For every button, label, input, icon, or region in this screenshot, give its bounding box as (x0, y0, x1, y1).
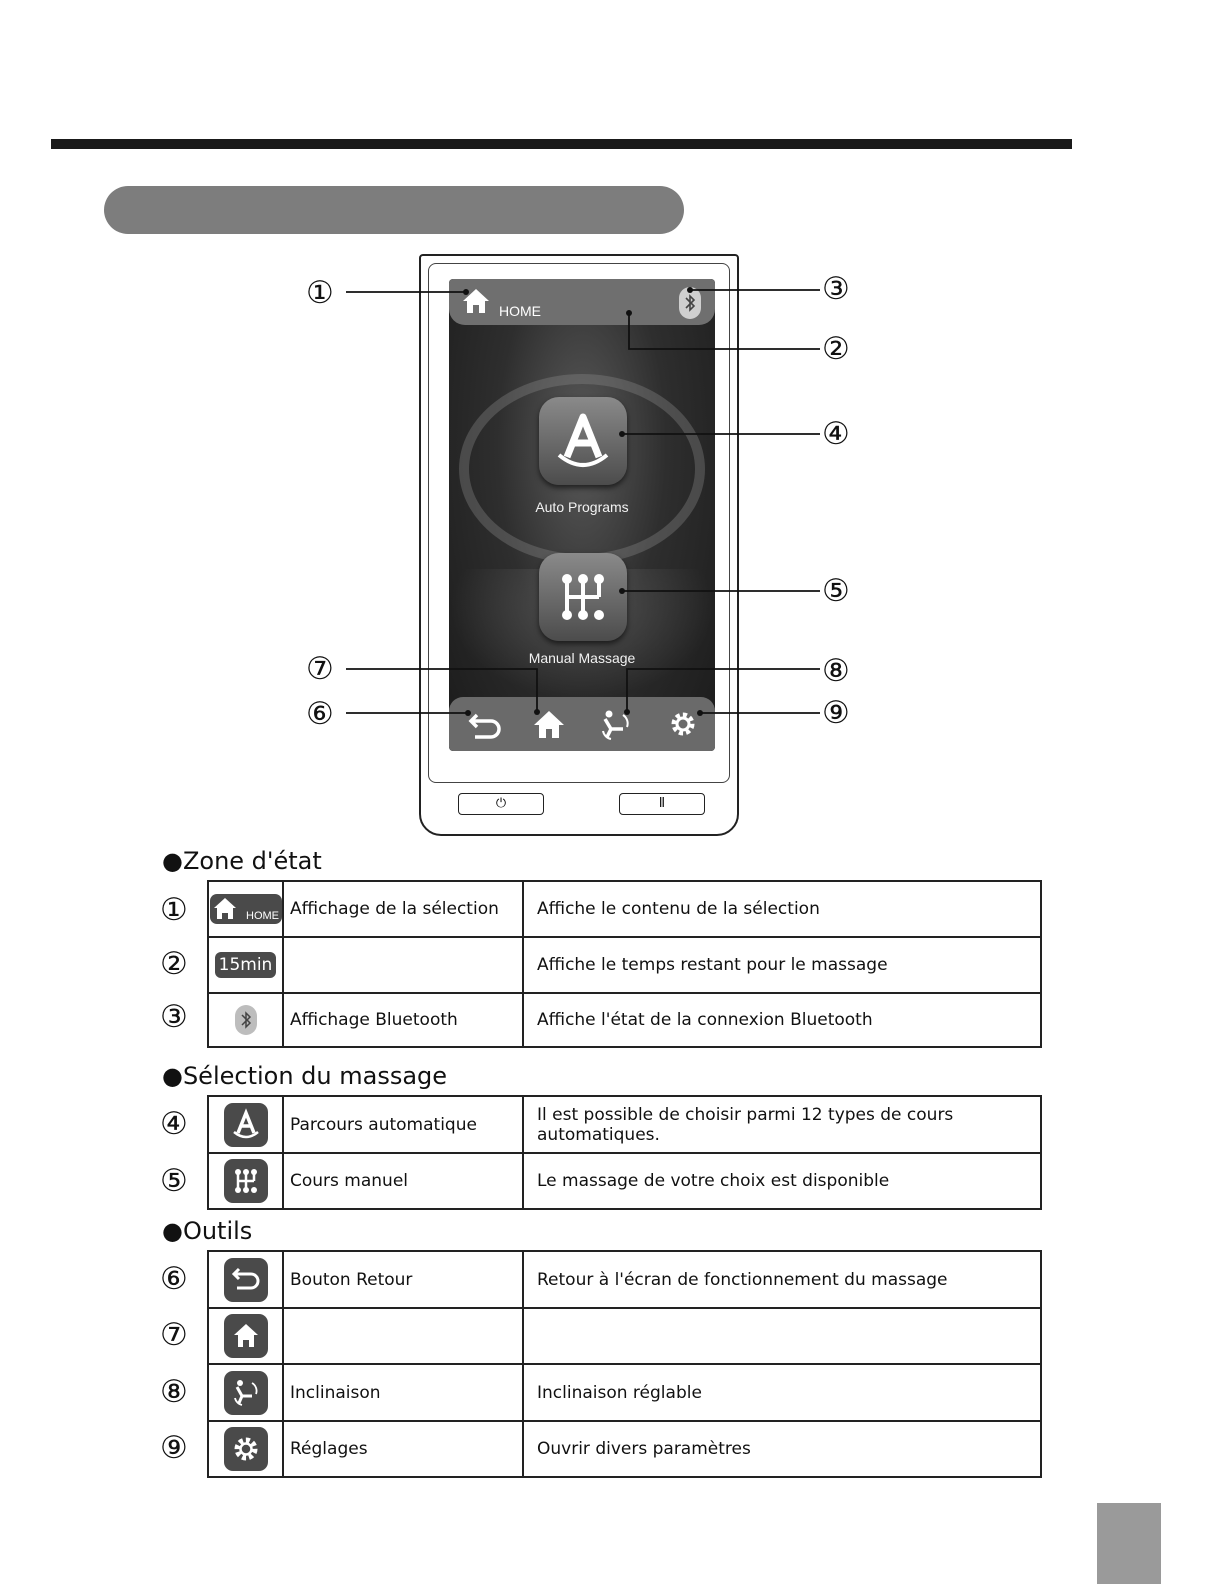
bluetooth-icon (234, 1005, 257, 1035)
status-title: HOME (499, 303, 541, 319)
home-chip-label: HOME (246, 910, 279, 922)
page-tab-block (1097, 1503, 1161, 1584)
table-row: Réglages Ouvrir divers paramètres (207, 1420, 1042, 1478)
power-icon: ⏻ (495, 796, 507, 811)
manual-massage-button[interactable] (539, 553, 627, 641)
row-number: ⑦ (160, 1317, 188, 1353)
gear-shift-icon (223, 1159, 268, 1203)
status-bar: HOME (449, 279, 715, 325)
item-description: Affiche le contenu de la sélection (522, 880, 1042, 938)
gear-shift-icon (562, 574, 604, 620)
tools-title: ●Outils (162, 1217, 253, 1245)
recline-icon[interactable] (597, 707, 633, 741)
callout-8: ⑧ (822, 653, 850, 689)
home-icon: HOME (213, 898, 279, 922)
icon-cell (207, 1095, 284, 1154)
callout-5: ⑤ (822, 573, 850, 609)
row-number: ⑨ (160, 1430, 188, 1466)
item-name: Bouton Retour (282, 1250, 524, 1309)
back-icon[interactable] (467, 707, 503, 741)
pause-button[interactable]: Ⅱ (619, 793, 705, 815)
header-rule (51, 139, 1072, 149)
table-row (207, 1307, 1042, 1365)
icon-cell (207, 992, 284, 1048)
row-number: ⑤ (160, 1163, 188, 1199)
row-number: ⑥ (160, 1261, 188, 1297)
pause-icon: Ⅱ (658, 796, 666, 811)
item-description: Retour à l'écran de fonctionnement du ma… (522, 1250, 1042, 1309)
recline-icon (223, 1370, 268, 1415)
table-row: 15min Affiche le temps restant pour le m… (207, 936, 1042, 994)
item-name: Affichage de la sélection (282, 880, 524, 938)
auto-a-icon (223, 1102, 268, 1147)
settings-gear-icon[interactable] (665, 707, 701, 741)
item-description: Inclinaison réglable (522, 1363, 1042, 1422)
table-row: Bouton Retour Retour à l'écran de foncti… (207, 1250, 1042, 1309)
settings-gear-icon (223, 1427, 268, 1471)
row-number: ⑧ (160, 1374, 188, 1410)
home-icon (223, 1314, 268, 1358)
device-bezel (428, 263, 730, 783)
callout-7: ⑦ (306, 651, 334, 687)
item-name: Affichage Bluetooth (282, 992, 524, 1048)
item-name: Inclinaison (282, 1363, 524, 1422)
massage-selection-table: Parcours automatique Il est possible de … (207, 1095, 1042, 1210)
item-description: Affiche le temps restant pour le massage (522, 936, 1042, 994)
item-description: Ouvrir divers paramètres (522, 1420, 1042, 1478)
bluetooth-icon (679, 287, 701, 319)
item-name: Parcours automatique (282, 1095, 524, 1154)
section-header-pill (104, 186, 684, 234)
icon-cell (207, 1152, 284, 1210)
home-icon (463, 289, 489, 313)
callout-9: ⑨ (822, 695, 850, 731)
icon-cell: HOME (207, 880, 284, 938)
icon-cell (207, 1363, 284, 1422)
icon-cell (207, 1250, 284, 1309)
item-name: Réglages (282, 1420, 524, 1478)
icon-cell (207, 1307, 284, 1365)
manual-massage-label: Manual Massage (528, 650, 636, 666)
callout-3: ③ (822, 271, 850, 307)
item-name: Cours manuel (282, 1152, 524, 1210)
auto-programs-label: Auto Programs (535, 499, 629, 515)
item-description (522, 1307, 1042, 1365)
item-description: Affiche l'état de la connexion Bluetooth (522, 992, 1042, 1048)
status-zone-title: ●Zone d'état (162, 847, 322, 875)
table-row: Affichage Bluetooth Affiche l'état de la… (207, 992, 1042, 1048)
power-button[interactable]: ⏻ (458, 793, 544, 815)
item-description: Il est possible de choisir parmi 12 type… (522, 1095, 1042, 1154)
home-icon[interactable] (531, 707, 567, 741)
row-number: ① (160, 892, 188, 928)
massage-selection-title: ●Sélection du massage (162, 1062, 448, 1090)
auto-a-icon (557, 413, 609, 467)
back-icon (223, 1257, 268, 1302)
tools-table: Bouton Retour Retour à l'écran de foncti… (207, 1250, 1042, 1478)
row-number: ② (160, 946, 188, 982)
table-row: Inclinaison Inclinaison réglable (207, 1363, 1042, 1422)
icon-cell (207, 1420, 284, 1478)
table-row: HOME Affichage de la sélection Affiche l… (207, 880, 1042, 938)
icon-cell: 15min (207, 936, 284, 994)
auto-programs-button[interactable] (539, 397, 627, 485)
item-name (282, 1307, 524, 1365)
row-number: ④ (160, 1106, 188, 1142)
callout-2: ② (822, 331, 850, 367)
table-row: Parcours automatique Il est possible de … (207, 1095, 1042, 1154)
timer-chip: 15min (214, 952, 277, 978)
home-chip: HOME (209, 894, 282, 924)
status-zone-table: HOME Affichage de la sélection Affiche l… (207, 880, 1042, 1048)
item-description: Le massage de votre choix est disponible (522, 1152, 1042, 1210)
callout-4: ④ (822, 416, 850, 452)
table-row: Cours manuel Le massage de votre choix e… (207, 1152, 1042, 1210)
item-name (282, 936, 524, 994)
callout-6: ⑥ (306, 696, 334, 732)
bottom-toolbar (449, 697, 715, 751)
callout-1: ① (306, 275, 334, 311)
row-number: ③ (160, 999, 188, 1035)
